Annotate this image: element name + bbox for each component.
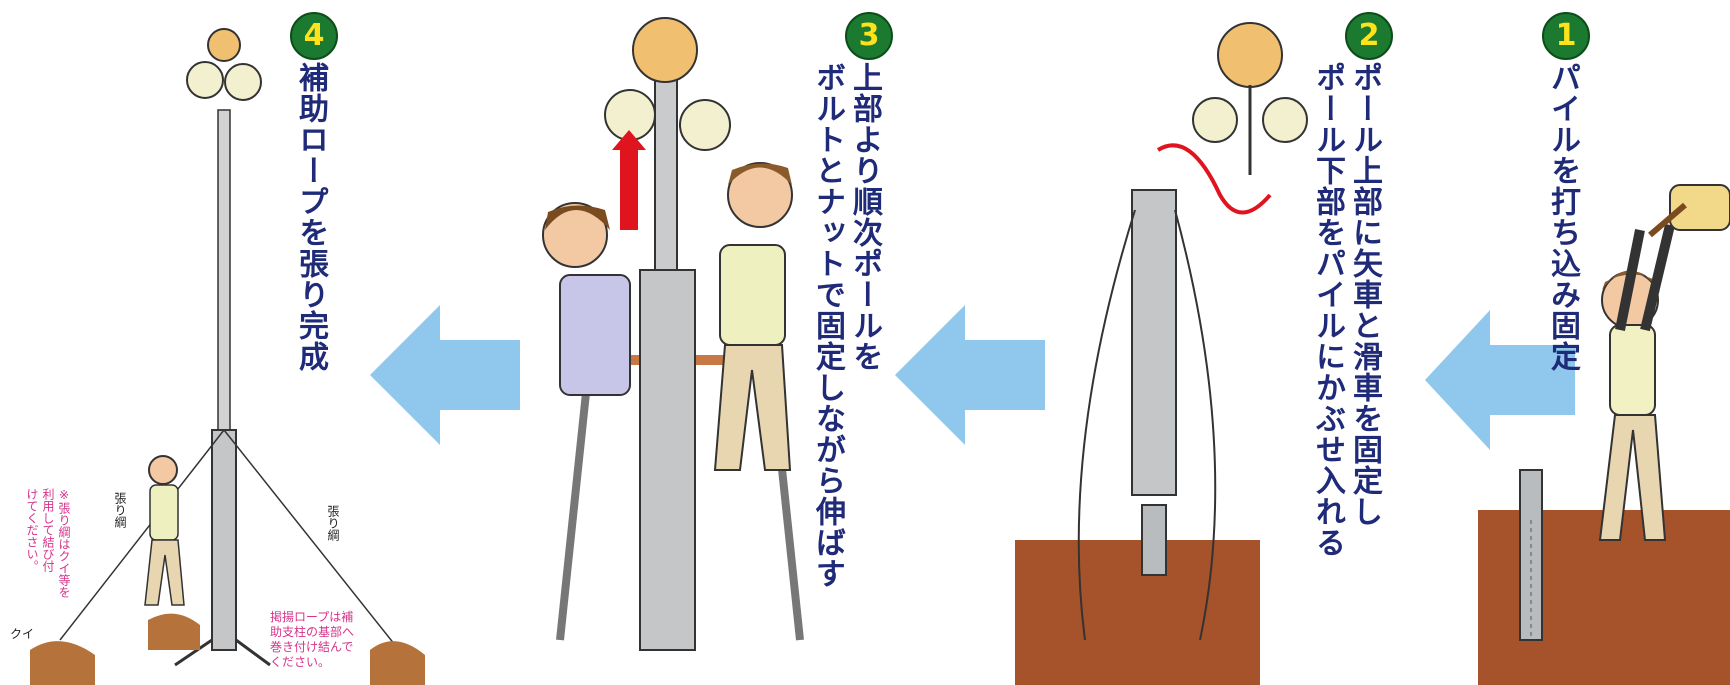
step-4-caption: 補助ロープを張り完成: [293, 62, 328, 372]
step4-illustration: [30, 28, 425, 685]
step-3-badge: 3: [845, 12, 893, 60]
flow-arrow-3-to-4: [370, 305, 520, 445]
note-left-line2: 利用して結び付: [41, 488, 55, 572]
step-2-badge: 2: [1345, 12, 1393, 60]
step-2-caption-line1: ポール上部に矢車と滑車を固定し: [1347, 62, 1382, 527]
flow-arrow-2-to-3: [895, 305, 1045, 445]
flow-arrow-1-to-2: [1425, 310, 1575, 450]
note-left-line1: ※張り綱はクイ等を: [57, 488, 71, 598]
step1-illustration: [1478, 184, 1730, 685]
step2-illustration: [1015, 22, 1308, 685]
step-1-caption: パイルを打ち込み固定: [1545, 62, 1580, 372]
step-3-caption-line1: 上部より順次ポールを: [847, 62, 882, 372]
stake-label: クイ: [10, 627, 35, 641]
step-3-number: 3: [858, 18, 880, 53]
step-1-badge: 1: [1542, 12, 1590, 60]
rope-label-right: 張り綱: [326, 505, 340, 541]
note-bottom: 掲揚ロープは補助支柱の基部へ巻き付け結んでください。: [270, 610, 355, 669]
step3-illustration: [542, 17, 804, 651]
step-4-badge: 4: [290, 12, 338, 60]
note-left-line3: けてください。: [25, 488, 39, 572]
step-2-caption-line2: ポール下部をパイルにかぶせ入れる: [1310, 62, 1345, 558]
step-3-caption-line2: ボルトとナットで固定しながら伸ばす: [810, 62, 845, 589]
step-2-number: 2: [1358, 18, 1380, 53]
step-1-number: 1: [1555, 18, 1577, 53]
rope-label-left: 張り綱: [113, 492, 127, 528]
step-4-number: 4: [303, 18, 325, 53]
